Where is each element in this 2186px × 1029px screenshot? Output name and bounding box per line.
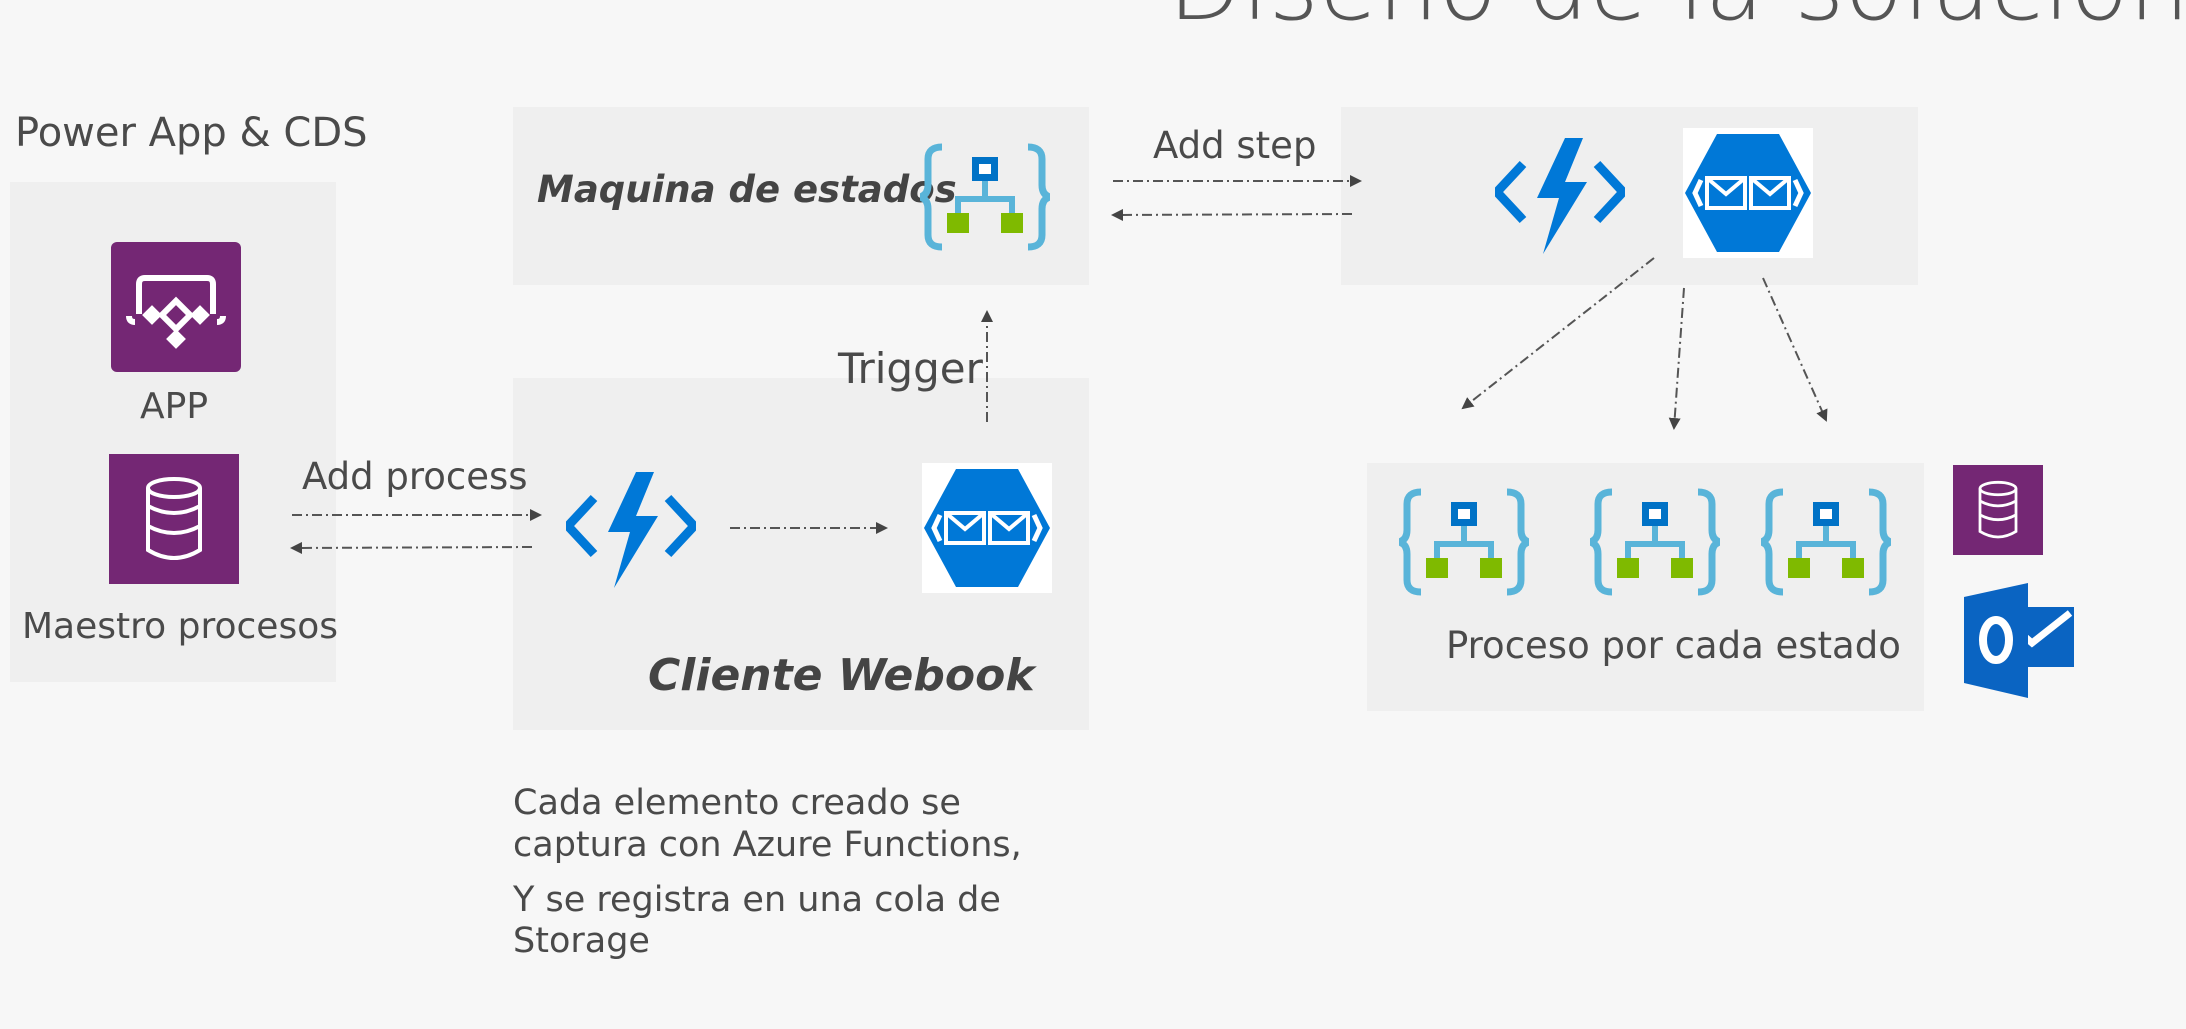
note-line: Cada elemento creado se <box>513 783 961 823</box>
app-label: APP <box>140 386 209 427</box>
database-icon <box>1953 465 2043 559</box>
functions-queue-panel <box>1341 107 1918 285</box>
state-machine-label: Maquina de estados <box>537 168 957 211</box>
states-label: Proceso por cada estado <box>1446 624 1901 667</box>
note-line: Storage <box>513 921 650 961</box>
powerapps-icon <box>111 242 241 376</box>
fanout-arrow-3 <box>1762 277 1828 422</box>
page-title: Diseño de la solución <box>1168 0 2186 42</box>
webhook-label: Cliente Webook <box>648 650 1035 701</box>
database-icon <box>109 454 239 588</box>
add-process-label: Add process <box>302 455 528 498</box>
add-step-back-arrow <box>1111 208 1353 221</box>
storage-queue-icon <box>1683 128 1813 262</box>
fanout-arrow-2 <box>1668 287 1685 430</box>
note-line: captura con Azure Functions, <box>513 825 1022 865</box>
fanout-arrow-1 <box>1461 257 1655 410</box>
add-process-back-arrow <box>290 541 533 554</box>
trigger-label: Trigger <box>838 344 983 393</box>
azure-functions-icon <box>1490 136 1630 260</box>
add-step-label: Add step <box>1153 124 1317 167</box>
note-line: Y se registra en una cola de <box>513 880 1001 920</box>
azure-functions-icon <box>561 470 701 594</box>
storage-queue-icon <box>922 463 1052 597</box>
outlook-icon <box>1964 583 2079 702</box>
logic-app-icon <box>1759 488 1893 600</box>
master-processes-label: Maestro procesos <box>22 606 338 647</box>
power-app-heading: Power App & CDS <box>15 110 368 156</box>
